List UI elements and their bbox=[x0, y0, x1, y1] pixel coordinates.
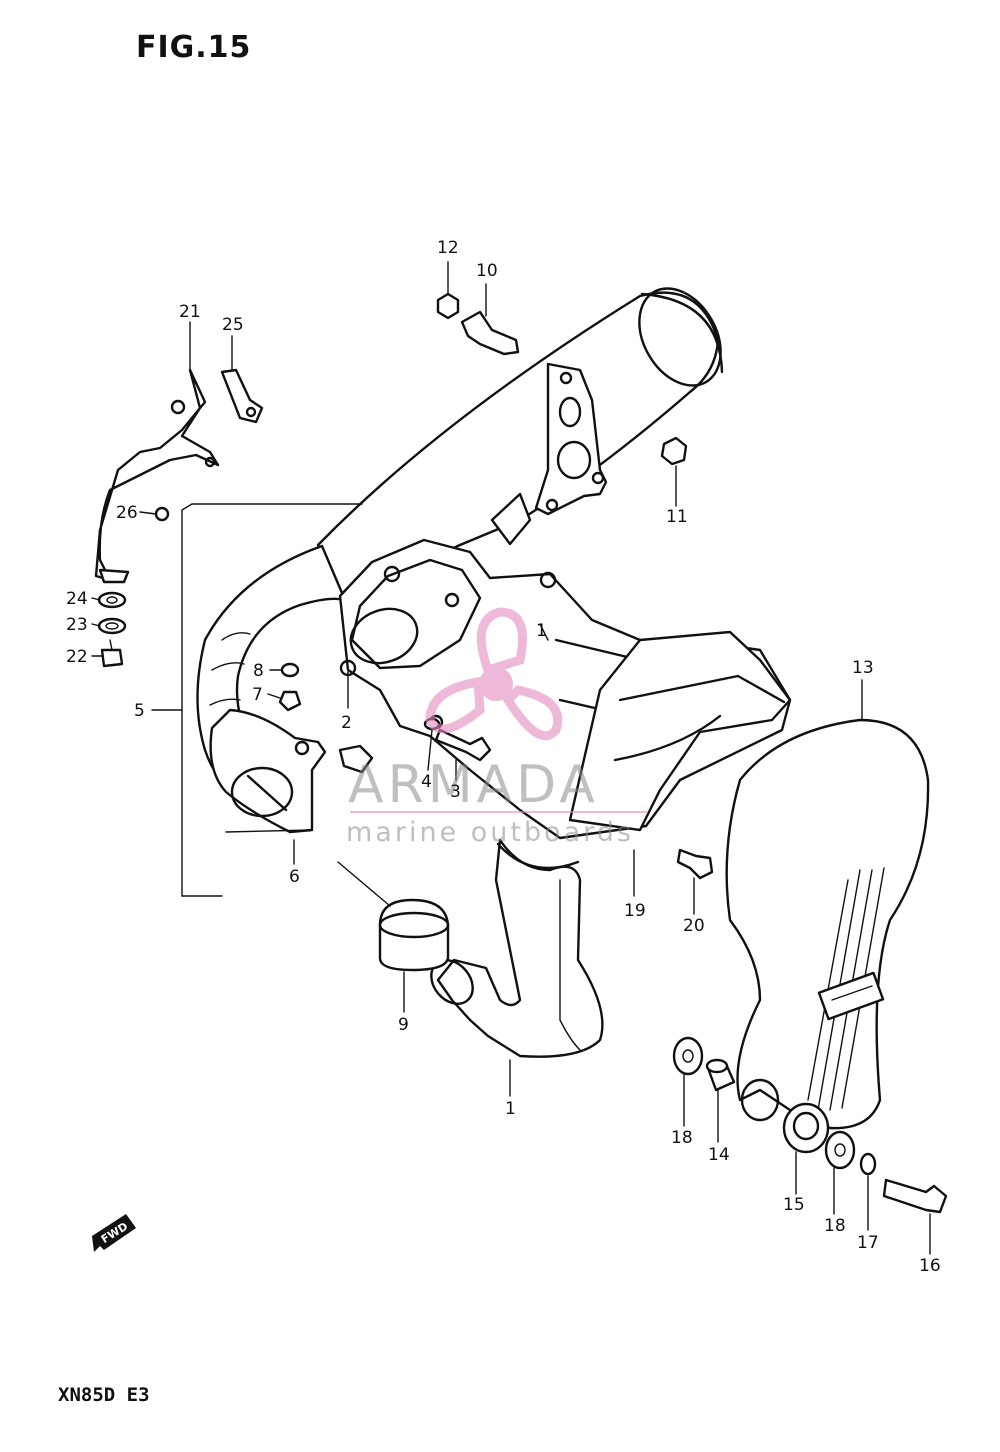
callout-6: 6 bbox=[289, 867, 300, 887]
callout-15: 15 bbox=[783, 1195, 805, 1215]
propeller-blade-left bbox=[425, 676, 485, 734]
exhaust-pipe-1 bbox=[430, 838, 604, 1058]
callout-25: 25 bbox=[222, 315, 244, 335]
callout-1-upper: 1 bbox=[536, 621, 547, 641]
callout-21: 21 bbox=[179, 302, 201, 322]
bracket-25 bbox=[220, 368, 264, 424]
lock-washer-23 bbox=[97, 617, 127, 635]
leader-lines bbox=[91, 261, 931, 1255]
muffler-body bbox=[316, 287, 724, 602]
callout-18-right: 18 bbox=[824, 1216, 846, 1236]
callout-20: 20 bbox=[683, 916, 705, 936]
callout-26: 26 bbox=[116, 503, 138, 523]
armada-watermark: ARMADA marine outboards bbox=[346, 607, 648, 848]
callout-9: 9 bbox=[398, 1015, 409, 1035]
callout-4: 4 bbox=[421, 772, 432, 792]
bolt-3 bbox=[434, 728, 492, 762]
callout-17: 17 bbox=[857, 1233, 879, 1253]
callout-14: 14 bbox=[708, 1145, 730, 1165]
propeller-blade-top bbox=[476, 607, 527, 676]
grommet-15 bbox=[782, 1102, 830, 1154]
callout-23: 23 bbox=[66, 615, 88, 635]
callout-16: 16 bbox=[919, 1256, 941, 1276]
turbo-badge bbox=[817, 971, 885, 1021]
propeller-blade-right bbox=[502, 685, 563, 741]
heat-shield-13 bbox=[725, 718, 930, 1130]
watermark-brand: ARMADA bbox=[348, 755, 599, 815]
callout-19: 19 bbox=[624, 901, 646, 921]
forward-arrow-icon: FWD bbox=[92, 1214, 136, 1252]
callout-labels: 1 1 2 3 4 5 6 7 8 9 10 11 12 13 14 15 16… bbox=[66, 238, 941, 1276]
washer-8 bbox=[280, 662, 300, 678]
propeller-logo bbox=[425, 607, 563, 741]
nut-11 bbox=[660, 436, 688, 466]
callout-8: 8 bbox=[253, 661, 264, 681]
bolt-10 bbox=[460, 310, 520, 356]
washer-24 bbox=[97, 591, 127, 609]
callout-13: 13 bbox=[852, 658, 874, 678]
model-label: XN85D E3 bbox=[58, 1384, 150, 1406]
bolt-16 bbox=[882, 1178, 948, 1214]
heat-shield-19 bbox=[568, 630, 792, 832]
figure-label: FIG.15 bbox=[136, 30, 252, 65]
nut-12 bbox=[436, 292, 460, 320]
stud-clamp bbox=[338, 744, 374, 774]
callout-5: 5 bbox=[134, 701, 145, 721]
callout-7: 7 bbox=[252, 685, 263, 705]
lock-washer-17 bbox=[859, 1152, 877, 1176]
bolt-22 bbox=[100, 639, 124, 668]
gasket-9 bbox=[378, 898, 450, 972]
callout-12: 12 bbox=[437, 238, 459, 258]
group-bracket-5 bbox=[151, 503, 363, 897]
washer-18-left bbox=[672, 1036, 704, 1076]
callout-1: 1 bbox=[505, 1099, 516, 1119]
propeller-hub bbox=[479, 667, 513, 701]
nut-7 bbox=[278, 690, 302, 712]
collar-14 bbox=[705, 1058, 736, 1092]
callout-10: 10 bbox=[476, 261, 498, 281]
bolt-20 bbox=[676, 848, 714, 880]
washer-18-right bbox=[824, 1130, 856, 1170]
bolt-26 bbox=[154, 506, 170, 522]
watermark-tagline: marine outboards bbox=[346, 817, 634, 848]
callout-18-left: 18 bbox=[671, 1128, 693, 1148]
callout-22: 22 bbox=[66, 647, 88, 667]
exhaust-clamp-6 bbox=[209, 708, 327, 834]
muffler-bracket bbox=[490, 362, 608, 546]
callout-2: 2 bbox=[341, 713, 352, 733]
callout-11: 11 bbox=[666, 507, 688, 527]
callout-24: 24 bbox=[66, 589, 88, 609]
bracket-21 bbox=[94, 368, 220, 584]
callout-3: 3 bbox=[450, 782, 461, 802]
